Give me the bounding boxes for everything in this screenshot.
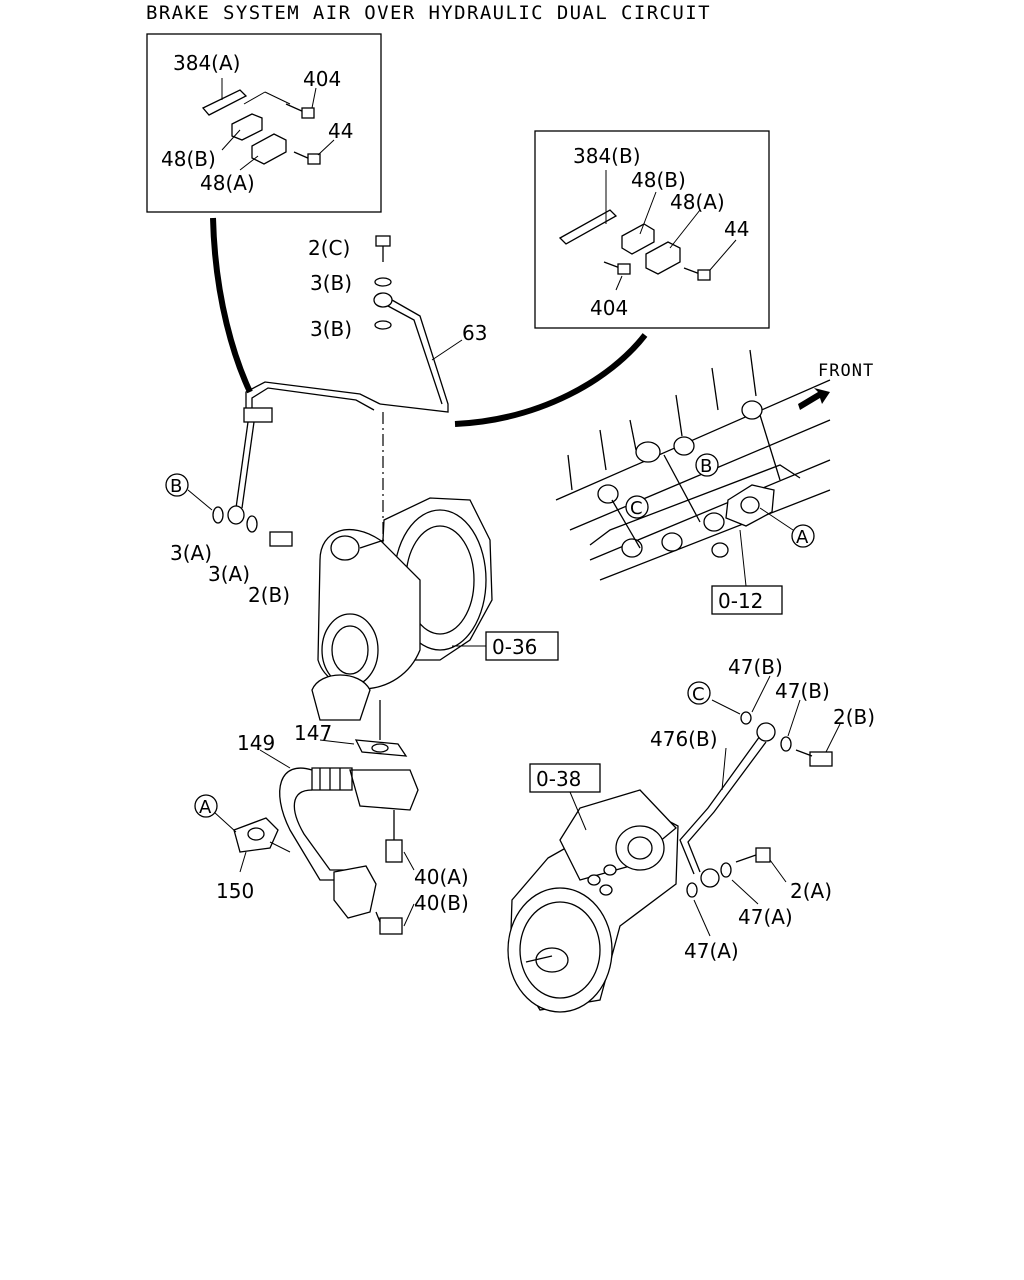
bracket-plate-384a xyxy=(201,89,248,116)
label-48a-right: 48(A) xyxy=(670,190,725,214)
label-3b-mid: 3(B) xyxy=(310,317,352,341)
eye-fitting xyxy=(373,292,393,308)
clip-48a-right xyxy=(645,241,681,275)
bolt-44 xyxy=(293,151,321,165)
label-44-right: 44 xyxy=(724,217,749,241)
diagram-title: BRAKE SYSTEM AIR OVER HYDRAULIC DUAL CIR… xyxy=(146,2,711,24)
label-2c: 2(C) xyxy=(308,236,350,260)
drain-pipe-149 xyxy=(233,700,419,935)
inset-right-frame xyxy=(534,130,770,329)
bolt-44-right xyxy=(683,267,711,281)
bolt-2b-left xyxy=(269,531,293,547)
callout-c-engine: C xyxy=(625,495,649,519)
bolt-2c xyxy=(375,235,391,247)
callout-c-compressor: C xyxy=(687,681,711,705)
bolt-2b-right xyxy=(809,751,833,767)
engine-block xyxy=(555,349,831,581)
label-40b: 40(B) xyxy=(414,891,469,915)
connector-arc-right xyxy=(454,333,648,427)
ref-0-36-label: 0-36 xyxy=(492,635,537,659)
label-2b-right: 2(B) xyxy=(833,705,875,729)
label-3b-top: 3(B) xyxy=(310,271,352,295)
svg-text:B: B xyxy=(700,456,712,477)
label-384b: 384(B) xyxy=(573,144,641,168)
clip-48b-right xyxy=(621,223,655,255)
label-3a-1: 3(A) xyxy=(170,541,212,565)
washer-47b-1 xyxy=(740,711,752,725)
oil-pipe-63 xyxy=(187,235,463,560)
label-48b-left: 48(B) xyxy=(161,147,216,171)
washer-47a-1 xyxy=(720,862,732,878)
label-40a: 40(A) xyxy=(414,865,469,889)
banjo-fitting-left xyxy=(227,505,245,525)
label-2b-left: 2(B) xyxy=(248,583,290,607)
svg-text:B: B xyxy=(170,476,182,497)
label-63: 63 xyxy=(462,321,487,345)
pipe-476b xyxy=(679,675,841,937)
label-47b-1: 47(B) xyxy=(728,655,783,679)
label-47a-1: 47(A) xyxy=(738,905,793,929)
ref-0-38: 0-38 xyxy=(529,763,601,831)
callout-a-drain: A xyxy=(194,794,237,833)
callout-b-engine: B xyxy=(695,453,719,477)
label-149: 149 xyxy=(237,731,275,755)
washer-3a-1 xyxy=(212,506,224,524)
bolt-40b xyxy=(379,917,403,935)
bolt-404-right xyxy=(603,261,631,275)
bolt-2a xyxy=(755,847,771,863)
washer-47a-2 xyxy=(686,882,698,898)
connector-arc xyxy=(210,217,253,394)
label-384a: 384(A) xyxy=(173,51,240,75)
label-404-left: 404 xyxy=(303,67,341,91)
svg-text:C: C xyxy=(630,498,643,519)
clip-48b xyxy=(231,113,263,141)
front-indicator: FRONT xyxy=(798,361,874,410)
inset-left-frame xyxy=(146,33,382,213)
washer-3a-2 xyxy=(246,515,258,533)
banjo-fitting-top xyxy=(756,722,776,742)
washer-3b-top xyxy=(374,277,392,287)
turbocharger xyxy=(311,497,493,721)
label-47b-2: 47(B) xyxy=(775,679,830,703)
gasket-147 xyxy=(354,739,408,757)
air-compressor xyxy=(507,789,679,1013)
label-47a-2: 47(A) xyxy=(684,939,739,963)
bolt-404 xyxy=(285,103,315,119)
inset-left: 384(A) 404 48(B) 44 48(A) xyxy=(146,33,382,213)
svg-text:C: C xyxy=(692,684,705,705)
label-150: 150 xyxy=(216,879,254,903)
svg-text:A: A xyxy=(796,527,809,548)
label-404-right: 404 xyxy=(590,296,628,320)
ref-0-12-label: 0-12 xyxy=(718,589,763,613)
banjo-fitting-bottom xyxy=(700,868,720,888)
label-48a-left: 48(A) xyxy=(200,171,255,195)
label-2a: 2(A) xyxy=(790,879,832,903)
washer-3b-mid xyxy=(374,320,392,330)
gasket-150 xyxy=(233,817,279,853)
label-476b: 476(B) xyxy=(650,727,718,751)
front-arrow-icon xyxy=(798,388,830,410)
callout-a-engine: A xyxy=(759,507,815,548)
ref-0-36: 0-36 xyxy=(452,631,559,661)
svg-text:A: A xyxy=(199,797,212,818)
bolt-40a xyxy=(385,839,403,863)
ref-0-38-label: 0-38 xyxy=(536,767,581,791)
washer-47b-2 xyxy=(780,736,792,752)
label-3a-2: 3(A) xyxy=(208,562,250,586)
label-44-left: 44 xyxy=(328,119,353,143)
label-147: 147 xyxy=(294,721,332,745)
label-48b-right: 48(B) xyxy=(631,168,686,192)
ref-0-12: 0-12 xyxy=(711,529,783,615)
bracket-plate-384b xyxy=(558,209,618,245)
inset-right: 384(B) 48(B) 48(A) 44 404 xyxy=(534,130,770,329)
callout-b-left: B xyxy=(165,473,189,497)
pipe-clip xyxy=(243,407,273,423)
clip-48a xyxy=(251,133,287,165)
front-label: FRONT xyxy=(818,361,874,381)
engine-port xyxy=(725,484,775,527)
